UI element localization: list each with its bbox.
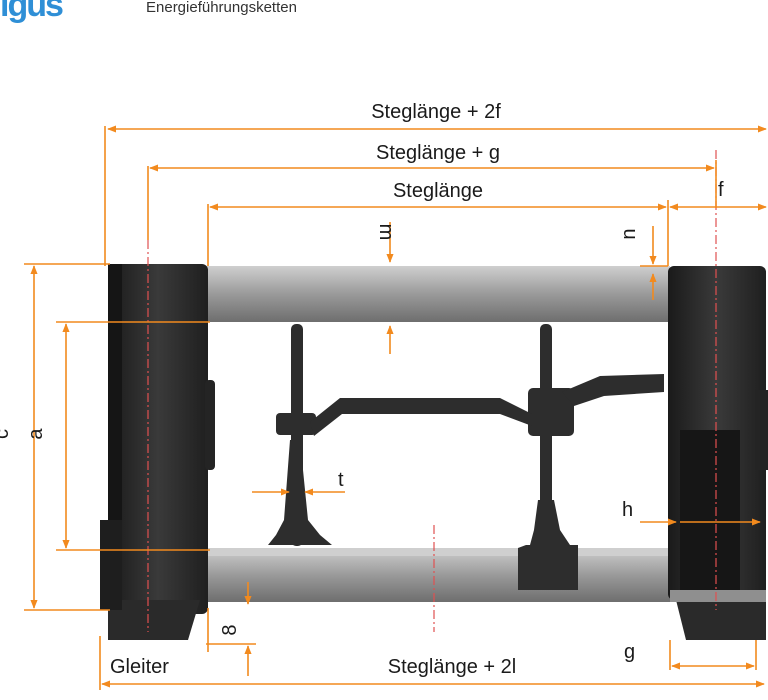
label-u: u: [619, 228, 641, 239]
chain-link: [100, 264, 768, 640]
igus-logo: igus: [0, 0, 64, 24]
label-steglaenge-2f: Steglänge + 2f: [371, 101, 501, 123]
label-gleiter: Gleiter: [110, 656, 169, 678]
dimension-lines: [24, 125, 767, 690]
connecting-bar: [310, 398, 532, 436]
top-crossbar: [200, 266, 670, 322]
label-h: h: [622, 499, 633, 521]
label-steglaenge: Steglänge: [393, 180, 483, 202]
label-steglaenge-2l: Steglänge + 2l: [388, 656, 516, 678]
separator-left: [268, 324, 332, 546]
label-g: g: [624, 641, 635, 663]
left-side-plate: [100, 264, 215, 640]
dimension-labels: Steglänge + 2f Steglänge + g Steglänge f…: [0, 101, 724, 678]
label-f: f: [718, 179, 724, 201]
bottom-crossbar: [200, 548, 670, 602]
label-t: t: [338, 469, 344, 491]
label-c: c: [0, 429, 13, 439]
label-a: a: [25, 428, 47, 440]
right-side-plate: [668, 266, 768, 640]
label-steglaenge-g: Steglänge + g: [376, 142, 500, 164]
label-m: m: [375, 224, 397, 241]
center-lines: [147, 150, 717, 632]
label-8: 8: [219, 624, 241, 635]
brand-subtitle: Energieführungsketten: [146, 0, 297, 16]
brand-header: igus Energieführungsketten: [0, 0, 768, 24]
separator-right: [518, 324, 664, 590]
